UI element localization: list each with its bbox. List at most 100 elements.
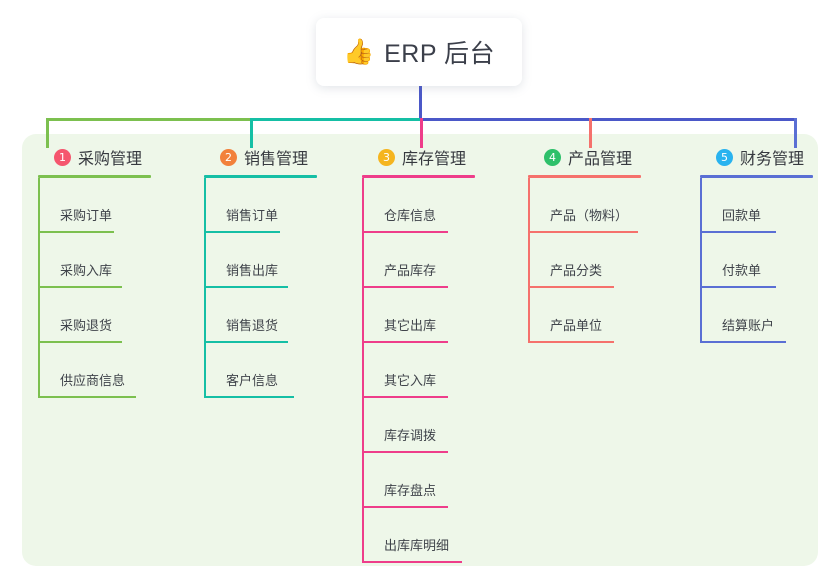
list-item[interactable]: 仓库信息 <box>362 178 475 233</box>
list-item-rule <box>204 286 288 288</box>
column-finance: 5 财务管理回款单付款单结算账户 <box>700 146 813 343</box>
list-item[interactable]: 销售退货 <box>204 288 317 343</box>
list-item[interactable]: 其它出库 <box>362 288 475 343</box>
column-spine-purchase <box>38 178 40 398</box>
column-items-sales: 销售订单销售出库销售退货客户信息 <box>204 178 317 398</box>
column-items-product: 产品（物料） 产品分类产品单位 <box>528 178 641 343</box>
list-item[interactable]: 库存盘点 <box>362 453 475 508</box>
list-item-rule <box>204 231 280 233</box>
list-item-rule <box>700 341 786 343</box>
list-item[interactable]: 产品分类 <box>528 233 641 288</box>
column-title-sales: 销售管理 <box>244 151 309 168</box>
column-spine-finance <box>700 178 702 343</box>
list-item-label: 采购订单 <box>60 208 113 223</box>
list-item-label: 采购退货 <box>60 318 113 333</box>
list-item-label: 采购入库 <box>60 263 113 278</box>
list-item-label: 客户信息 <box>226 373 279 388</box>
column-rule-inventory <box>362 175 475 178</box>
list-item-rule <box>528 286 614 288</box>
list-item-rule <box>38 231 114 233</box>
list-item[interactable]: 销售出库 <box>204 233 317 288</box>
list-item[interactable]: 出库库明细 <box>362 508 475 563</box>
list-item-label: 产品单位 <box>550 318 603 333</box>
column-items-inventory: 仓库信息产品库存其它出库其它入库库存调拨库存盘点出库库明细 <box>362 178 475 563</box>
list-item[interactable]: 采购退货 <box>38 288 151 343</box>
list-item-rule <box>204 341 288 343</box>
list-item-label: 库存盘点 <box>384 483 437 498</box>
list-item-label: 产品（物料） <box>550 208 629 223</box>
column-items-purchase: 采购订单采购入库采购退货供应商信息 <box>38 178 151 398</box>
list-item-label: 付款单 <box>722 263 762 278</box>
connector-bus-segment <box>46 118 253 121</box>
list-item-rule <box>528 341 614 343</box>
connector-drop <box>46 118 49 148</box>
column-title-purchase: 采购管理 <box>78 151 143 168</box>
connector-drop <box>794 118 797 148</box>
list-item[interactable]: 产品库存 <box>362 233 475 288</box>
column-spine-inventory <box>362 178 364 563</box>
list-item-label: 仓库信息 <box>384 208 437 223</box>
list-item[interactable]: 回款单 <box>700 178 813 233</box>
list-item-rule <box>700 231 776 233</box>
list-item-rule <box>362 561 462 563</box>
column-badge-purchase: 1 <box>54 148 71 166</box>
root-node-title: ERP 后台 <box>384 40 496 68</box>
list-item-rule <box>362 506 448 508</box>
list-item-rule <box>362 396 448 398</box>
column-spine-sales <box>204 178 206 398</box>
list-item-label: 其它入库 <box>384 373 437 388</box>
list-item-rule <box>38 286 122 288</box>
root-node-card[interactable]: 👍 ERP 后台 <box>316 18 522 86</box>
list-item[interactable]: 结算账户 <box>700 288 813 343</box>
list-item-rule <box>362 451 448 453</box>
column-badge-product: 4 <box>544 148 561 166</box>
list-item-label: 产品库存 <box>384 263 437 278</box>
column-header-purchase[interactable]: 1 采购管理 <box>38 146 151 168</box>
column-rule-finance <box>700 175 813 178</box>
list-item-label: 产品分类 <box>550 263 603 278</box>
column-inventory: 3 库存管理仓库信息产品库存其它出库其它入库库存调拨库存盘点出库库明细 <box>362 146 475 563</box>
list-item[interactable]: 库存调拨 <box>362 398 475 453</box>
list-item[interactable]: 采购订单 <box>38 178 151 233</box>
connector-trunk <box>419 84 422 121</box>
list-item-rule <box>38 341 122 343</box>
column-purchase: 1 采购管理采购订单采购入库采购退货供应商信息 <box>38 146 151 398</box>
column-badge-finance: 5 <box>716 148 733 166</box>
list-item[interactable]: 客户信息 <box>204 343 317 398</box>
connector-bus-segment <box>250 118 423 121</box>
list-item-rule <box>362 286 448 288</box>
list-item[interactable]: 销售订单 <box>204 178 317 233</box>
connector-drop <box>420 118 423 148</box>
column-badge-inventory: 3 <box>378 148 395 166</box>
column-title-inventory: 库存管理 <box>402 151 467 168</box>
list-item[interactable]: 付款单 <box>700 233 813 288</box>
list-item-label: 销售订单 <box>226 208 279 223</box>
connector-drop <box>250 118 253 148</box>
list-item-label: 供应商信息 <box>60 373 126 388</box>
column-rule-product <box>528 175 641 178</box>
diagram-panel <box>22 134 818 566</box>
column-header-finance[interactable]: 5 财务管理 <box>700 146 813 168</box>
list-item-rule <box>362 231 448 233</box>
column-title-finance: 财务管理 <box>740 151 805 168</box>
list-item[interactable]: 采购入库 <box>38 233 151 288</box>
list-item-rule <box>362 341 448 343</box>
column-rule-sales <box>204 175 317 178</box>
list-item[interactable]: 产品单位 <box>528 288 641 343</box>
column-header-inventory[interactable]: 3 库存管理 <box>362 146 475 168</box>
list-item-label: 结算账户 <box>722 318 775 333</box>
list-item-label: 销售出库 <box>226 263 279 278</box>
list-item-label: 回款单 <box>722 208 762 223</box>
list-item-rule <box>528 231 638 233</box>
column-items-finance: 回款单付款单结算账户 <box>700 178 813 343</box>
list-item-rule <box>700 286 776 288</box>
list-item-label: 库存调拨 <box>384 428 437 443</box>
list-item[interactable]: 产品（物料） <box>528 178 641 233</box>
list-item[interactable]: 供应商信息 <box>38 343 151 398</box>
connector-bus-segment <box>420 118 797 121</box>
list-item[interactable]: 其它入库 <box>362 343 475 398</box>
